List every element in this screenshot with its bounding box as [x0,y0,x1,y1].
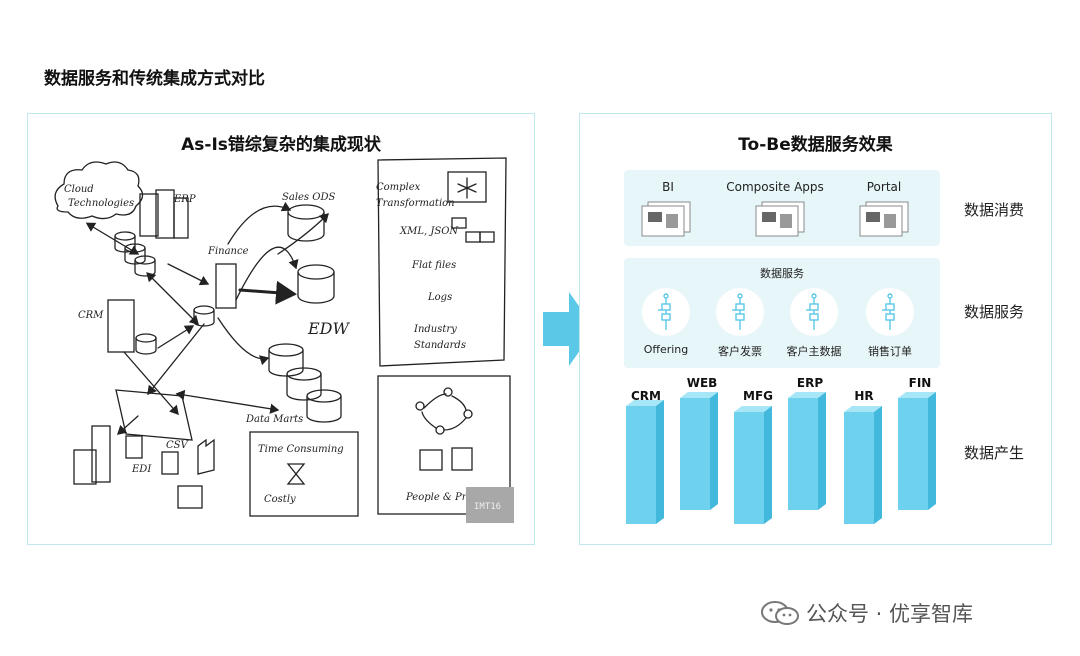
system-label-mfg: MFG [743,389,773,403]
app-label-composite: Composite Apps [726,180,824,194]
cloud-icon [54,161,144,220]
layer-label-consume: 数据消费 [964,201,1025,219]
service-label-order: 销售订单 [868,345,912,358]
factory-icon [197,438,215,475]
cloud-label-2: Technologies [68,198,135,209]
system-label-hr: HR [854,389,874,403]
service-label-offering: Offering [643,343,689,356]
people-process-label: People & Process [406,492,495,503]
csv-label: CSV [166,440,188,451]
time-consuming-label: Time Consuming [258,444,344,455]
as-is-title: As-Is错综复杂的集成现状 [181,135,381,155]
system-label-crm: CRM [631,389,661,403]
csv-doc-icon [161,451,179,475]
data-marts-db-icon [268,343,342,423]
app-label-portal: Portal [866,180,902,194]
building-icon [91,425,111,483]
system-label-web: WEB [686,376,718,390]
page-title: 数据服务和传统集成方式对比 [44,69,265,89]
footer-text: 公众号 · 优享智库 [806,602,974,626]
sales-ods-label: Sales ODS [282,192,336,203]
etl-connector-icon [115,389,193,441]
industry-label-1: Industry [414,324,457,335]
watermark-label: IMT16 [474,502,502,512]
erp-db-icon [114,231,156,277]
industry-label-2: Standards [414,340,466,351]
complex-label-2: Transformation [376,198,455,209]
sales-ods-db-icon [287,204,325,220]
as-is-sketch [54,157,511,517]
edi-label: EDI [132,464,152,475]
logs-label: Logs [428,292,453,303]
complex-transformation-box [377,157,507,367]
crm-label: CRM [78,310,104,321]
watermark-box [466,487,514,523]
edw-db-icon [297,264,335,280]
cloud-label-1: Cloud [64,184,94,195]
footer: 公众号 · 优享智库 [760,598,973,628]
costly-label: Costly [264,494,296,505]
to-be-title: To-Be数据服务效果 [738,135,893,155]
time-consuming-box [249,431,359,517]
wechat-icon [761,601,799,625]
system-label-fin: FIN [908,376,932,390]
erp-label: ERP [174,194,196,205]
complex-label-1: Complex [376,182,421,193]
edi-doc-icon [125,435,143,459]
system-label-erp: ERP [796,376,824,390]
crm-server-icon [107,299,135,353]
service-label-customer: 客户主数据 [786,345,842,358]
service-label-invoice: 客户发票 [718,345,762,358]
data-marts-label: Data Marts [246,414,304,425]
finance-label: Finance [208,246,249,257]
erp-server-icon [139,193,159,237]
layer-label-produce: 数据产生 [964,444,1025,462]
finance-server-icon [215,263,237,309]
as-is-panel: As-Is错综复杂的集成现状 [27,113,535,545]
edw-label: EDW [308,319,349,338]
people-process-box [377,375,511,515]
app-label-bi: BI [662,180,674,194]
flat-files-label: Flat files [412,260,457,271]
layer-label-service: 数据服务 [964,303,1025,321]
xml-json-label: XML, JSON [400,226,459,237]
service-title: 数据服务 [760,267,804,280]
